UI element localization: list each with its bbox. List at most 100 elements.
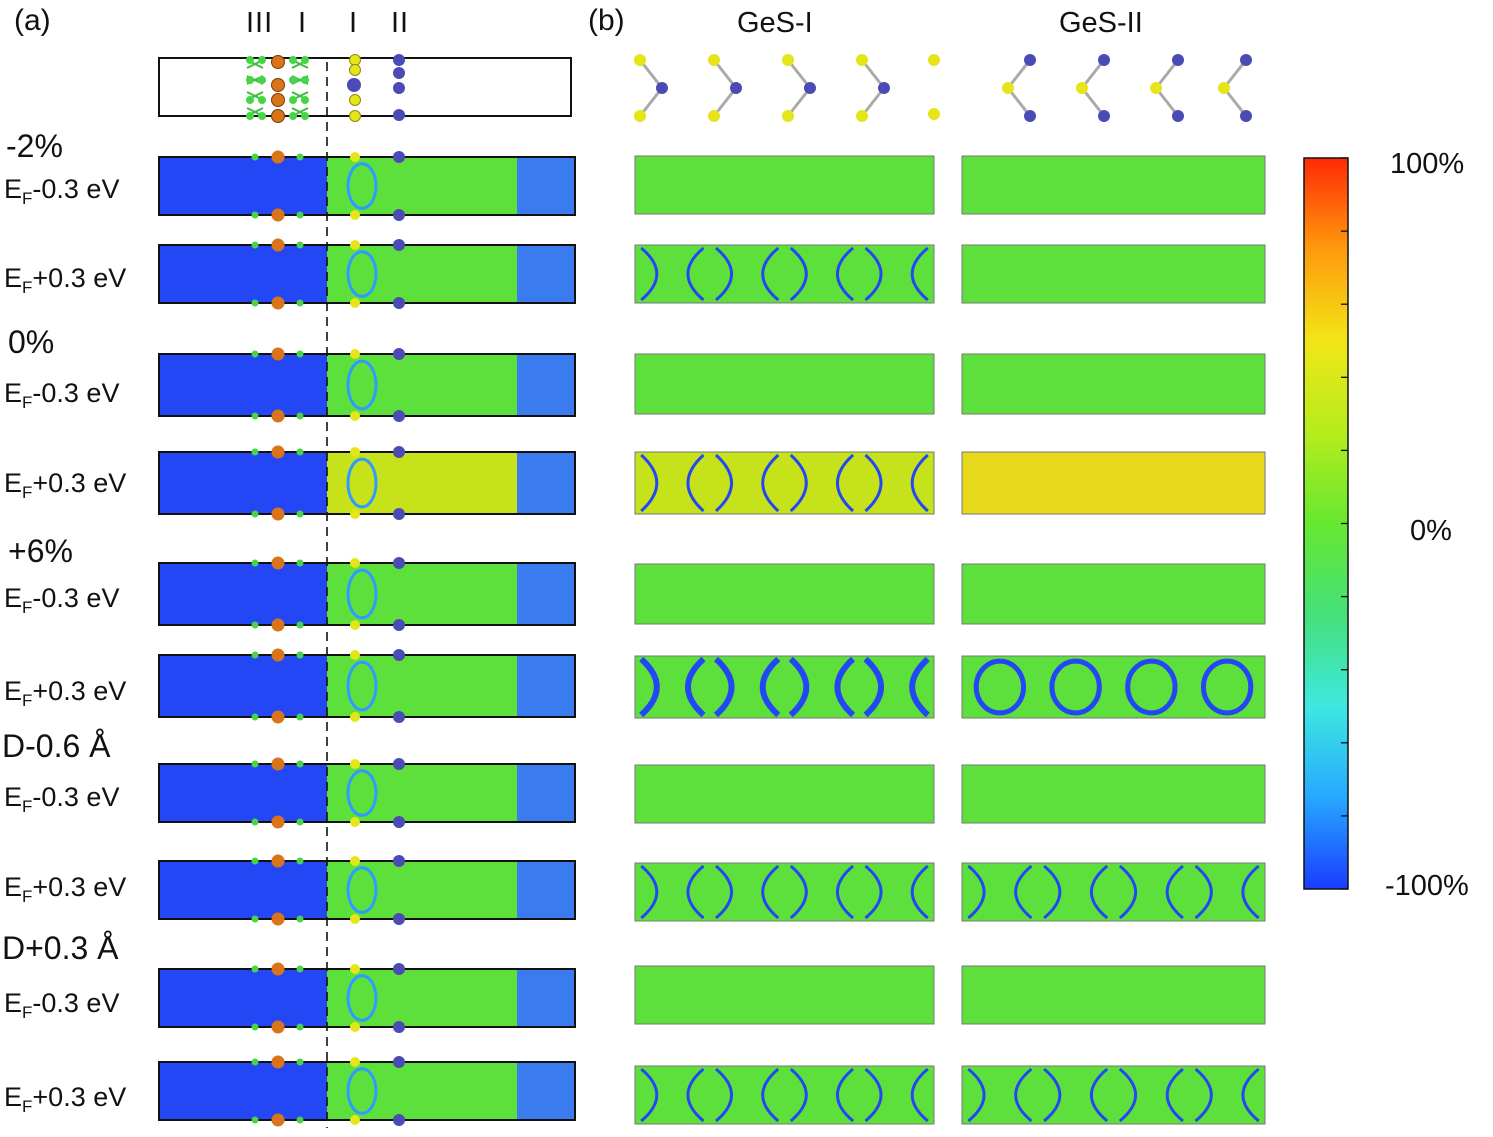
group-label-d-minus: D-0.6 Å [2, 728, 111, 764]
map-a-atom [251, 1023, 259, 1031]
atom-yellow [349, 94, 361, 106]
map-a-feature [346, 359, 378, 411]
map-a-atom [251, 241, 259, 249]
map-a-frame [158, 244, 576, 304]
map-a-atom [296, 1116, 304, 1124]
map-b-pattern [713, 656, 781, 718]
map-a-atom [271, 1055, 285, 1069]
map-ges-ii [961, 655, 1266, 719]
mol-atom [1218, 82, 1230, 94]
map-a-atom [393, 151, 405, 163]
map-a-edge-region [517, 1062, 575, 1120]
map-ges-i [634, 244, 935, 304]
atom-green [289, 112, 297, 120]
map-a-atom [251, 412, 259, 420]
map-a-edge-region [517, 969, 575, 1027]
mol-atom [1024, 54, 1036, 66]
colorbar [1303, 157, 1349, 890]
region-label-I-right: I [349, 7, 359, 39]
map-b-pattern [1043, 1067, 1109, 1123]
group-label-d-plus: D+0.3 Å [2, 930, 119, 966]
map-a-atom [251, 299, 259, 307]
map-a-atom [271, 150, 285, 164]
map-a-atom [393, 508, 405, 520]
map-a-atom [296, 1058, 304, 1066]
map-a-atom [251, 211, 259, 219]
map-ges-ii [961, 155, 1266, 215]
map-b-pattern [714, 453, 780, 513]
mol-atom [1098, 54, 1110, 66]
atom-green [301, 56, 309, 64]
map-a-frame [158, 1061, 576, 1121]
mol-atom [1240, 54, 1252, 66]
map-a-atom [350, 349, 360, 359]
map-b-pattern [864, 864, 929, 920]
map-a-atom [271, 296, 285, 310]
panel-b-molecules [634, 54, 1252, 122]
map-a-atom [271, 208, 285, 222]
atom-green [246, 56, 254, 64]
map-a-atom [350, 712, 360, 722]
map-a-right-region [327, 157, 517, 215]
map-a-atom [350, 620, 360, 630]
map-b-pattern [1118, 864, 1184, 920]
colorbar-min-label: -100% [1385, 870, 1469, 902]
map-b-pattern [715, 246, 780, 302]
energy-label-1: EF-0.3 eV [4, 174, 120, 208]
map-a-atom [393, 913, 405, 925]
energy-label-7: EF-0.3 eV [4, 782, 120, 816]
atom-orange [271, 109, 285, 123]
mol-atom [1172, 54, 1184, 66]
map-a-left-region [159, 764, 327, 822]
mol-atom [928, 108, 940, 120]
map-a-atom [393, 557, 405, 569]
map-b-pattern [639, 656, 706, 718]
map-a-atom [393, 1114, 405, 1126]
map-a-atom [251, 510, 259, 518]
map-a-left-region [159, 969, 327, 1027]
atom-blue [347, 78, 361, 92]
map-ges-ii [961, 1065, 1266, 1125]
map-a-feature [346, 866, 378, 914]
map-a-atom [271, 962, 285, 976]
map-a-atom [350, 298, 360, 308]
map-a-left-region [159, 245, 327, 303]
map-a-atom [350, 817, 360, 827]
map-a-right-region [327, 655, 517, 717]
atom-blue [393, 82, 405, 94]
map-a-atom [393, 855, 405, 867]
colorbar-max-label: 100% [1390, 148, 1465, 180]
map-a-atom [251, 1116, 259, 1124]
map-a-edge-region [517, 861, 575, 919]
structure-box [158, 57, 572, 117]
atom-green [246, 76, 254, 84]
map-a-feature [346, 568, 378, 620]
map-ges-i [634, 451, 935, 515]
map-ges-ii [961, 563, 1266, 625]
atom-green [246, 96, 254, 104]
map-a-right-region [327, 969, 517, 1027]
energy-label-9: EF-0.3 eV [4, 988, 120, 1022]
map-a-atom [296, 559, 304, 567]
map-a-right-region [327, 452, 517, 514]
map-a-atom [296, 350, 304, 358]
map-a-atom [271, 1113, 285, 1127]
map-a-atom [393, 348, 405, 360]
map-a-atom [271, 710, 285, 724]
map-a-atom [296, 621, 304, 629]
energy-label-4: EF+0.3 eV [4, 468, 127, 502]
map-a-frame [158, 353, 576, 417]
map-ges-ii [961, 764, 1266, 824]
map-a-atom [251, 448, 259, 456]
map-b-pattern [788, 656, 856, 718]
structure-schematic [158, 54, 572, 123]
map-a-atom [296, 760, 304, 768]
map-b-pattern [1194, 864, 1260, 920]
mol-atom [1150, 82, 1162, 94]
map-a-right-region [327, 1062, 517, 1120]
map-a-atom [296, 241, 304, 249]
mol-atom [856, 54, 868, 66]
map-a-frame [158, 562, 576, 626]
map-a-atom [251, 350, 259, 358]
